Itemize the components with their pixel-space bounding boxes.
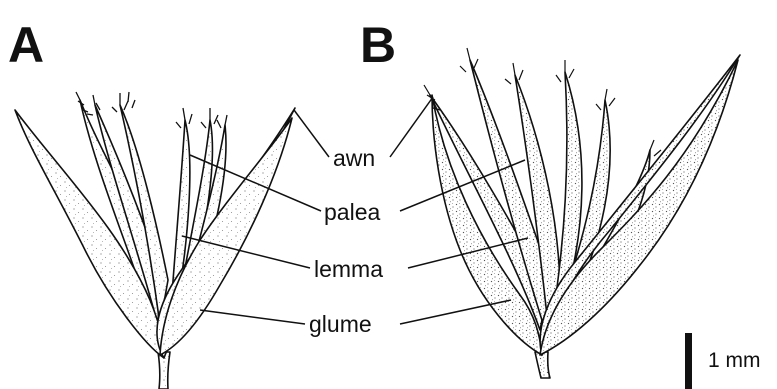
pedicel-b — [535, 352, 550, 378]
label-palea: palea — [324, 201, 380, 224]
label-glume: glume — [309, 313, 372, 336]
leader-glume-a — [200, 310, 305, 324]
scale-bar — [685, 333, 692, 389]
panel-label-a: A — [8, 20, 44, 70]
scale-bar-label: 1 mm — [708, 350, 761, 371]
label-lemma: lemma — [314, 258, 383, 281]
spikelet-a — [15, 100, 295, 389]
leader-glume-b — [400, 300, 511, 324]
spikelet-b — [430, 55, 740, 378]
label-awn: awn — [333, 147, 375, 170]
panel-label-b: B — [360, 20, 396, 70]
leader-awn-b — [390, 97, 433, 157]
leader-awn-a — [294, 110, 329, 157]
